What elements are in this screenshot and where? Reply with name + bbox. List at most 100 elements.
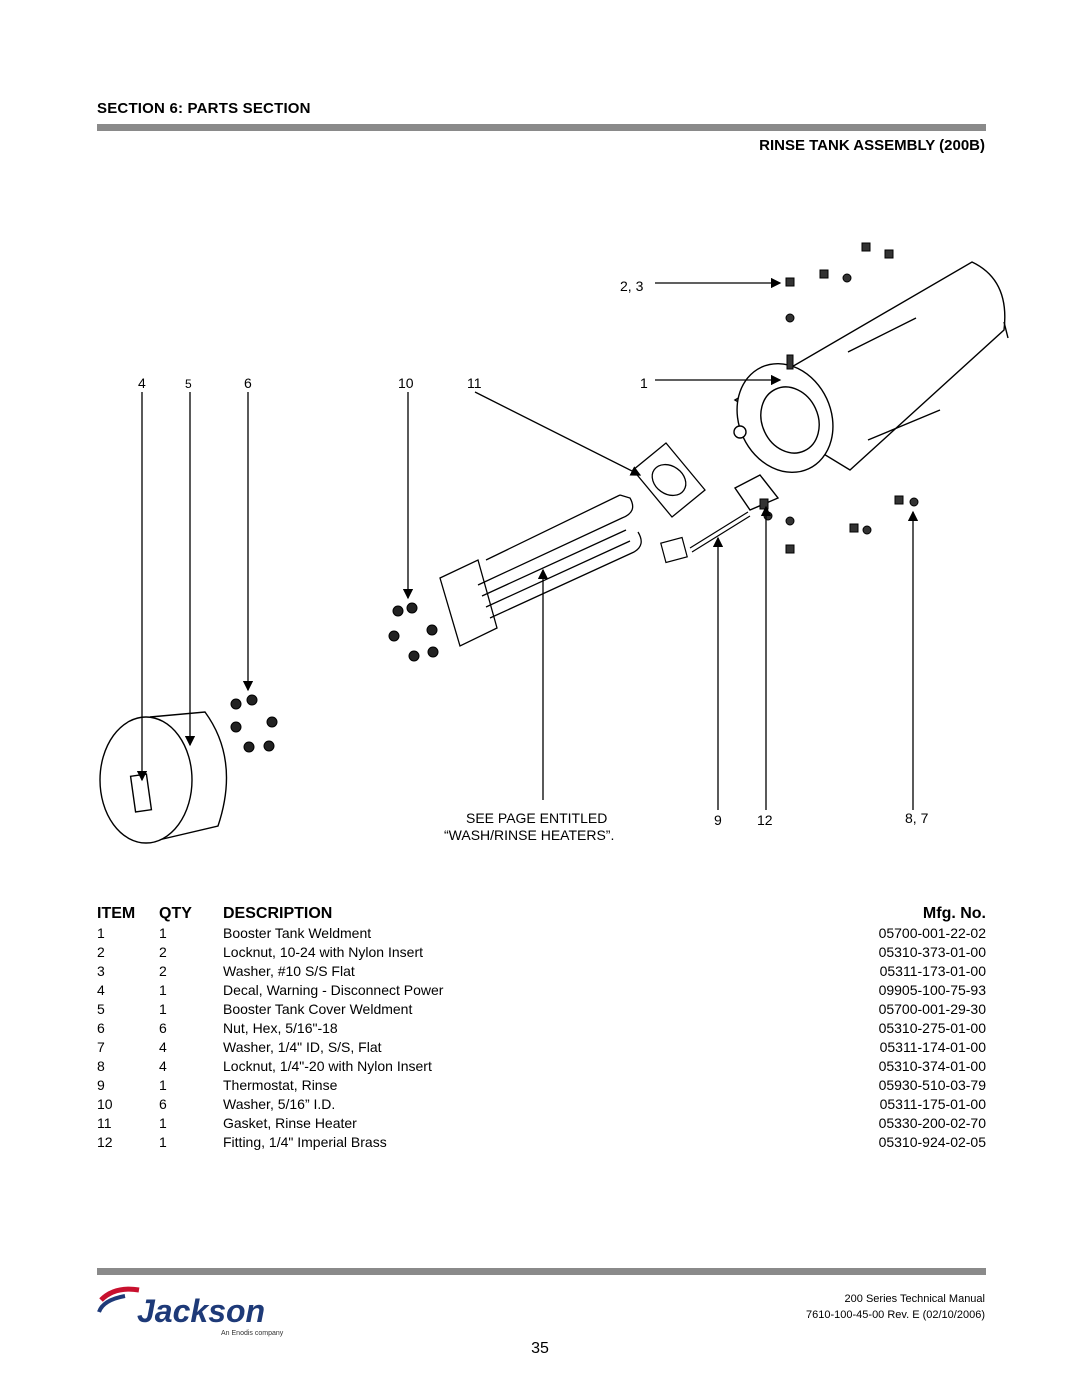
logo-swoosh-icon — [99, 1286, 140, 1302]
cell-mfg: 05310-275-01-00 — [878, 1020, 986, 1036]
cell-description: Locknut, 10-24 with Nylon Insert — [223, 944, 423, 960]
cell-mfg: 05310-373-01-00 — [878, 944, 986, 960]
callout-5: 5 — [185, 377, 192, 391]
cell-mfg: 05930-510-03-79 — [878, 1077, 986, 1093]
heaters-note-line2: “WASH/RINSE HEATERS”. — [444, 827, 614, 843]
cell-mfg: 09905-100-75-93 — [878, 982, 986, 998]
header-rule — [97, 124, 986, 131]
callout-1: 1 — [640, 375, 648, 391]
callout-11: 11 — [467, 375, 482, 391]
cell-description: Thermostat, Rinse — [223, 1077, 338, 1093]
table-row: 7 4 Washer, 1/4" ID, S/S, Flat 05311-174-01… — [97, 1039, 986, 1058]
cell-description: Booster Tank Cover Weldment — [223, 1001, 413, 1017]
cell-item: 2 — [97, 944, 105, 960]
cell-qty: 1 — [159, 1115, 167, 1131]
assembly-title: RINSE TANK ASSEMBLY (200B) — [759, 137, 985, 154]
heaters-note-line1: SEE PAGE ENTITLED — [466, 810, 607, 826]
table-row: 4 1 Decal, Warning - Disconnect Power 09905… — [97, 982, 986, 1001]
cell-item: 7 — [97, 1039, 105, 1055]
callout-8-7: 8, 7 — [905, 810, 929, 826]
cell-item: 9 — [97, 1077, 105, 1093]
table-row: 12 1 Fitting, 1/4" Imperial Brass 05310-924… — [97, 1134, 986, 1153]
page-number: 35 — [531, 1340, 549, 1357]
cell-qty: 1 — [159, 925, 167, 941]
cell-item: 6 — [97, 1020, 105, 1036]
cell-mfg: 05311-174-01-00 — [879, 1039, 986, 1055]
callout-labels: 2, 3 1 4 5 6 10 11 9 12 8, 7 SEE PAGE EN… — [138, 278, 929, 843]
logo-tagline: An Enodis company — [221, 1330, 284, 1337]
cell-qty: 2 — [159, 944, 167, 960]
callout-12: 12 — [757, 812, 773, 828]
callout-2-3: 2, 3 — [620, 278, 644, 294]
cell-description: Washer, 5/16” I.D. — [223, 1096, 336, 1112]
cell-description: Booster Tank Weldment — [223, 925, 372, 941]
cell-qty: 4 — [159, 1039, 167, 1055]
cell-item: 11 — [97, 1115, 112, 1131]
callout-4: 4 — [138, 375, 146, 391]
cell-mfg: 05330-200-02-70 — [878, 1115, 986, 1131]
cell-description: Gasket, Rinse Heater — [223, 1115, 357, 1131]
logo-wordmark: Jackson — [137, 1293, 265, 1329]
cell-item: 12 — [97, 1134, 113, 1150]
table-row: 10 6 Washer, 5/16” I.D. 05311-175-01-00 — [97, 1096, 986, 1115]
cell-item: 3 — [97, 963, 105, 979]
col-qty-header: QTY — [159, 905, 192, 922]
cell-description: Locknut, 1/4"-20 with Nylon Insert — [223, 1058, 432, 1074]
tank-fasteners — [759, 242, 919, 554]
exploded-parts-diagram: 2, 3 1 4 5 6 10 11 9 12 8, 7 SEE PAGE EN… — [99, 242, 1009, 844]
booster-tank-cover — [99, 711, 228, 844]
cell-qty: 4 — [159, 1058, 167, 1074]
cell-mfg: 05311-173-01-00 — [879, 963, 986, 979]
cell-qty: 6 — [159, 1096, 167, 1112]
booster-tank-weldment — [733, 261, 1009, 511]
col-item-header: ITEM — [97, 905, 136, 922]
rinse-thermostat — [660, 511, 751, 564]
cell-mfg: 05311-175-01-00 — [879, 1096, 986, 1112]
parts-table-header: ITEM QTY DESCRIPTION Mfg. No. — [97, 905, 986, 925]
cell-item: 10 — [97, 1096, 113, 1112]
cell-qty: 1 — [159, 1134, 167, 1150]
cell-description: Fitting, 1/4" Imperial Brass — [223, 1134, 387, 1150]
jackson-logo: Jackson An Enodis company — [97, 1286, 284, 1337]
table-row: 5 1 Booster Tank Cover Weldment 05700-001-2… — [97, 1001, 986, 1020]
cell-qty: 1 — [159, 982, 167, 998]
cell-item: 5 — [97, 1001, 105, 1017]
cell-qty: 6 — [159, 1020, 167, 1036]
logo-swoosh-icon — [97, 1294, 126, 1313]
cell-description: Decal, Warning - Disconnect Power — [223, 982, 444, 998]
callout-9: 9 — [714, 812, 722, 828]
cell-description: Washer, #10 S/S Flat — [223, 963, 355, 979]
table-row: 6 6 Nut, Hex, 5/16"-18 05310-275-01-00 — [97, 1020, 986, 1039]
footer-manual-info: 200 Series Technical Manual 7610-100-45-… — [806, 1291, 985, 1323]
col-mfg-header: Mfg. No. — [922, 905, 986, 922]
rinse-heater-gasket — [632, 442, 706, 518]
cell-item: 4 — [97, 982, 105, 998]
cell-mfg: 05700-001-29-30 — [878, 1001, 986, 1017]
table-row: 3 2 Washer, #10 S/S Flat 05311-173-01-00 — [97, 963, 986, 982]
cell-item: 8 — [97, 1058, 105, 1074]
col-description-header: DESCRIPTION — [223, 905, 333, 922]
manual-title: 200 Series Technical Manual — [844, 1293, 985, 1305]
cell-mfg: 05310-924-02-05 — [878, 1134, 986, 1150]
manual-revision: 7610-100-45-00 Rev. E (02/10/2006) — [806, 1309, 985, 1321]
callout-10: 10 — [398, 375, 414, 391]
leader-lines — [136, 277, 919, 810]
cell-mfg: 05700-001-22-02 — [878, 925, 986, 941]
rinse-heater — [439, 494, 642, 647]
heater-nuts — [230, 602, 439, 753]
cell-qty: 1 — [159, 1001, 167, 1017]
cell-qty: 2 — [159, 963, 167, 979]
footer-rule — [97, 1268, 986, 1275]
cell-description: Nut, Hex, 5/16"-18 — [223, 1020, 338, 1036]
cell-description: Washer, 1/4" ID, S/S, Flat — [223, 1039, 382, 1055]
cell-qty: 1 — [159, 1077, 167, 1093]
callout-6: 6 — [244, 375, 252, 391]
cell-item: 1 — [97, 925, 105, 941]
table-row: 1 1 Booster Tank Weldment 05700-001-22-02 — [97, 925, 986, 944]
section-title: SECTION 6: PARTS SECTION — [97, 100, 311, 117]
table-row: 2 2 Locknut, 10-24 with Nylon Insert 05310-… — [97, 944, 986, 963]
table-row: 9 1 Thermostat, Rinse 05930-510-03-79 — [97, 1077, 986, 1096]
